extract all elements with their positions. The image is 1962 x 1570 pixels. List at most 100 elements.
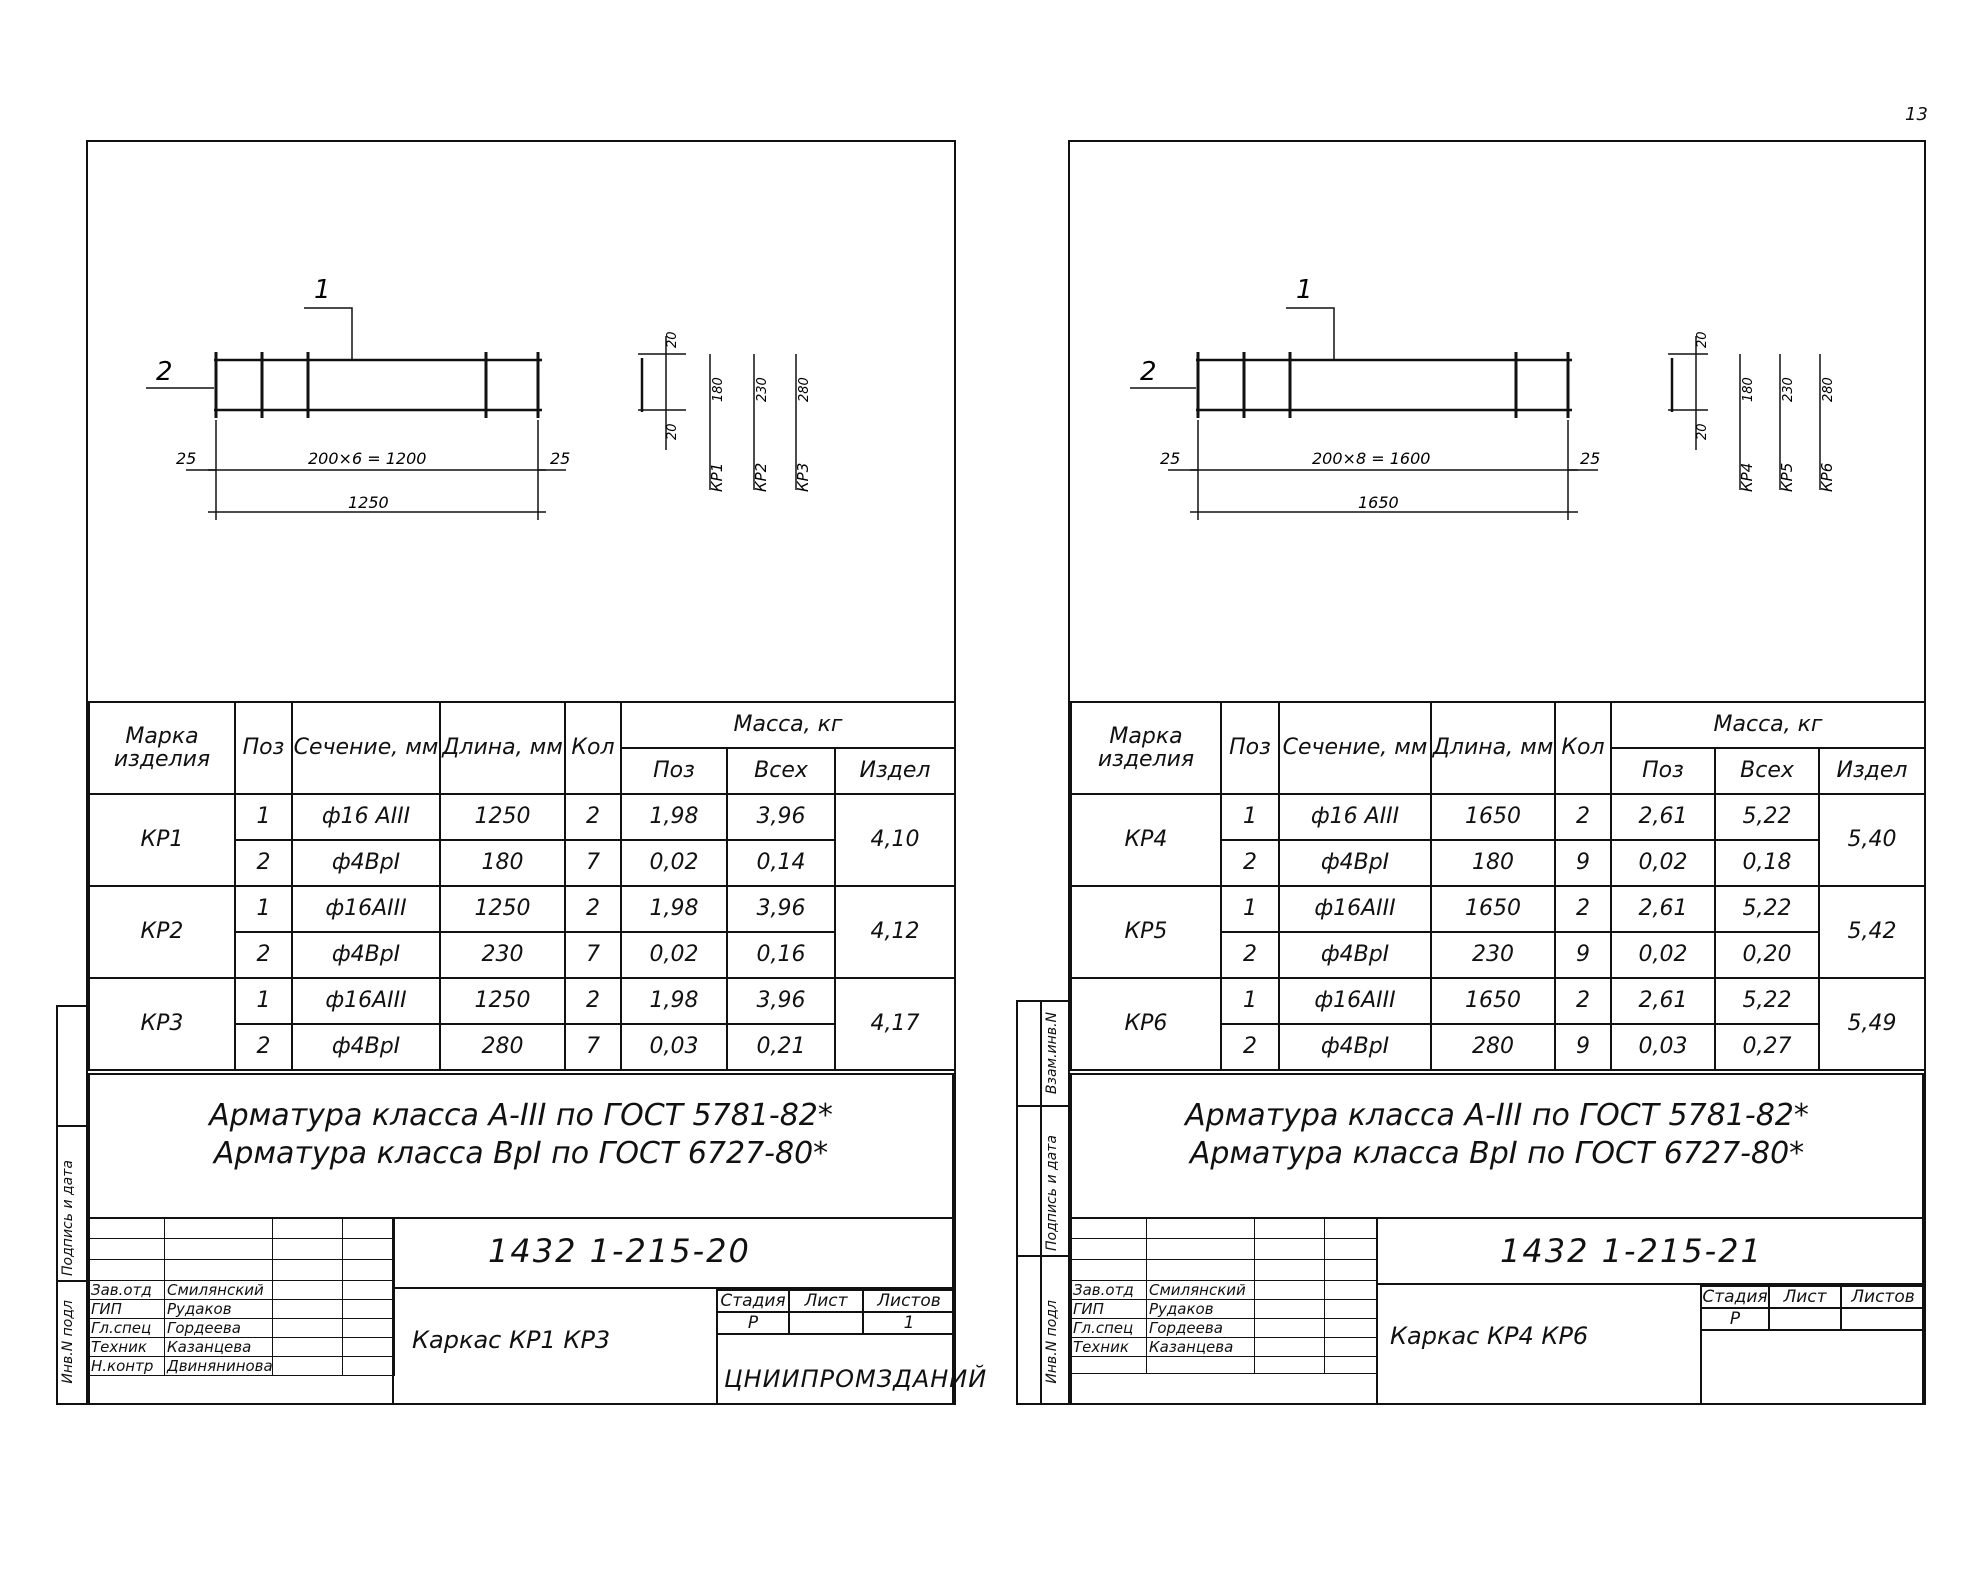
table-cell: [88, 1217, 165, 1239]
table-cell: КР5: [1070, 885, 1222, 979]
table-cell: 2,61: [1610, 977, 1716, 1025]
table-cell: 2: [1554, 885, 1612, 933]
dimension-label: 280: [1821, 377, 1836, 402]
table-cell: [1324, 1259, 1377, 1281]
table-cell: 2: [1220, 1023, 1280, 1071]
table-cell: 2: [564, 885, 622, 933]
header-mass-pos: Поз: [620, 747, 728, 795]
table-cell: [272, 1356, 343, 1376]
table-cell: Стадия: [1700, 1285, 1770, 1309]
table-cell: 7: [564, 839, 622, 887]
dimension-label: КР3: [794, 463, 812, 492]
table-cell: 5,22: [1714, 793, 1820, 841]
callout-2: 2: [156, 357, 173, 387]
dimension-label: 230: [755, 377, 770, 402]
table-row: 2 ф4ВрI 180 7 0,02 0,14: [89, 839, 955, 887]
table-cell: Поз: [1220, 701, 1280, 795]
table-cell: 3,96: [726, 885, 836, 933]
table-row: 2 ф4ВрI 230 7 0,02 0,16: [89, 931, 955, 979]
table-cell: 1250: [439, 793, 566, 841]
table-cell: [1324, 1217, 1377, 1239]
table-cell: [1070, 1238, 1147, 1260]
table-cell: Зав.отд: [1070, 1280, 1147, 1300]
table-cell: 2,61: [1610, 885, 1716, 933]
table-cell: Р: [1700, 1307, 1770, 1331]
table-cell: КР4: [1070, 793, 1222, 887]
table-cell: 1,98: [620, 885, 728, 933]
table-cell: [342, 1259, 395, 1281]
side-strip-1: [56, 1005, 88, 1405]
table-cell: 2: [1554, 793, 1612, 841]
end-right: 25: [550, 449, 570, 468]
table-cell: 5,42: [1817, 885, 1927, 979]
table-cell: 5,40: [1817, 793, 1927, 887]
table-cell: [342, 1318, 395, 1338]
note-line: Арматура класса ВрI по ГОСТ 6727-80*: [1189, 1136, 1805, 1171]
note-line: Арматура класса А-III по ГОСТ 5781-82*: [209, 1098, 833, 1133]
table-cell: 1,98: [620, 977, 728, 1025]
dimension-label: 200×8 = 1600: [1312, 449, 1430, 468]
side-strip-divider: [1016, 1255, 1070, 1257]
table-cell: ф16 АIII: [1278, 793, 1432, 841]
table-cell: [272, 1337, 343, 1357]
frame-drawing-2: 1 2 25 25 200×8 = 1600 1650 20 20 180 23…: [1130, 275, 1836, 520]
stamp-divider: [1700, 1285, 1702, 1405]
table-cell: [342, 1280, 395, 1300]
table-cell: Смилянский: [1146, 1280, 1255, 1300]
table-cell: [272, 1318, 343, 1338]
table-cell: Гордеева: [1146, 1318, 1255, 1338]
dimension-label: 2: [1140, 357, 1157, 387]
table-cell: 0,03: [1610, 1023, 1716, 1071]
table-row: КР5 1 ф16АIII 1650 2 2,61 5,22 5,42: [1070, 885, 1927, 979]
table-cell: 180: [439, 839, 566, 887]
table-cell: 0,02: [620, 839, 728, 887]
frame-drawing-1: 1 2 25 25 200×6 = 1200 1250 20 20 180 23…: [146, 275, 812, 520]
side-label-sign: Подпись и дата: [60, 1160, 76, 1276]
table-cell: Лист: [1768, 1285, 1842, 1309]
table-cell: 9: [1554, 931, 1612, 979]
total-dim: 1250: [348, 493, 389, 512]
stamp-divider: [1376, 1283, 1924, 1285]
table-cell: 230: [1430, 931, 1556, 979]
table-cell: [1324, 1238, 1377, 1260]
table-cell: Рудаков: [1146, 1299, 1255, 1319]
side-strip-divider: [56, 1280, 88, 1282]
table-cell: 1: [234, 793, 293, 841]
spec-table-1: Марка изделия Поз Сечение, мм Длина, мм …: [88, 701, 957, 1071]
table-cell: 0,20: [1714, 931, 1820, 979]
table-row: КР1 1 ф16 АIII 1250 2 1,98 3,96 4,10: [88, 793, 957, 887]
note-line: Арматура класса ВрI по ГОСТ 6727-80*: [213, 1136, 829, 1171]
table-cell: 180: [1430, 839, 1556, 887]
table-cell: 7: [564, 931, 622, 979]
stamp-divider: [392, 1287, 954, 1289]
table-cell: [342, 1217, 395, 1239]
table-cell: КР3: [88, 977, 236, 1071]
table-cell: Техник: [88, 1337, 165, 1357]
table-cell: 0,02: [1610, 931, 1716, 979]
table-cell: Смилянский: [164, 1280, 273, 1300]
table-cell: 0,16: [726, 931, 836, 979]
stamp-divider: [716, 1289, 718, 1405]
table-cell: [1324, 1356, 1377, 1374]
dimension-label: КР2: [752, 463, 770, 492]
header-pos: Поз: [234, 701, 293, 795]
table-row: КР4 1 ф16 АIII 1650 2 2,61 5,22 5,40: [1070, 793, 1927, 887]
dimension-label: 180: [1741, 377, 1756, 402]
table-cell: [88, 1238, 165, 1260]
table-cell: ф16АIII: [291, 885, 441, 933]
table-cell: Р: [716, 1311, 790, 1335]
table-cell: Казанцева: [1146, 1337, 1255, 1357]
header-mark: Марка изделия: [88, 701, 236, 795]
table-cell: [1254, 1259, 1325, 1281]
table-cell: [1324, 1318, 1377, 1338]
table-cell: [1324, 1337, 1377, 1357]
table-cell: 1250: [439, 885, 566, 933]
table-cell: [1768, 1307, 1842, 1331]
header-mass: Масса, кг: [619, 701, 957, 749]
table-cell: Лист: [788, 1289, 864, 1313]
table-cell: 0,02: [620, 931, 728, 979]
organization-name: ЦНИИПРОМЗДАНИЙ: [724, 1365, 988, 1393]
table-cell: [164, 1238, 273, 1260]
table-cell: 1: [234, 977, 293, 1025]
table-cell: 2,61: [1610, 793, 1716, 841]
